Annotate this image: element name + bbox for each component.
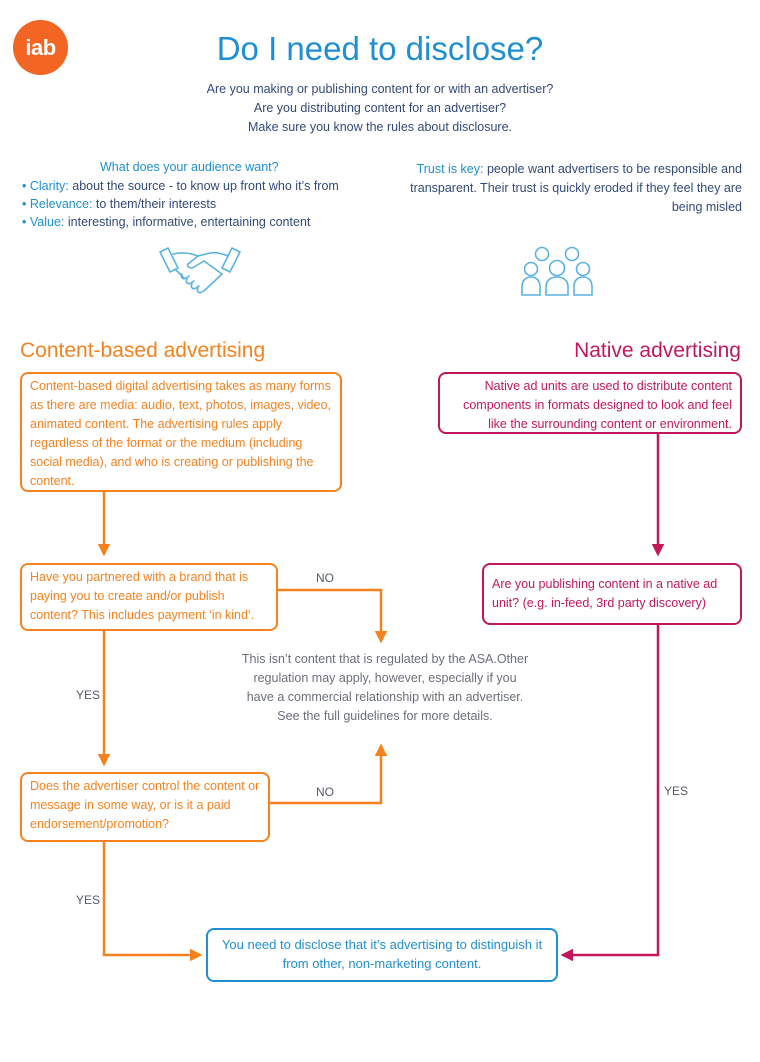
intro-line-1: Are you making or publishing content for… (206, 82, 554, 96)
content-based-q1-box: Have you partnered with a brand that is … (20, 563, 278, 631)
no-label-q1: NO (316, 571, 334, 585)
intro-line-3: Make sure you know the rules about discl… (247, 120, 513, 134)
native-intro-box: Native ad units are used to distribute c… (438, 372, 742, 434)
content-based-q2-box: Does the advertiser control the content … (20, 772, 270, 842)
native-q1-box: Are you publishing content in a native a… (482, 563, 742, 625)
page-title: Do I need to disclose? (216, 30, 544, 67)
audience-item-clarity: • Clarity: about the source - to know up… (22, 179, 339, 193)
intro-line-2: Are you distributing content for an adve… (253, 101, 507, 115)
audience-item-value: • Value: interesting, informative, enter… (22, 215, 311, 229)
yes-label-q1: YES (76, 688, 101, 702)
arrow-native-yes (560, 625, 660, 962)
arrow-q2-yes (102, 842, 203, 962)
no-label-q2: NO (316, 785, 334, 799)
iab-logo: iab (13, 20, 68, 75)
trust-text: Trust is key: people want advertisers to… (410, 162, 742, 214)
audience-item-relevance: • Relevance: to them/their interests (22, 197, 217, 211)
not-regulated-note: This isn’t content that is regulated by … (241, 652, 529, 723)
people-group-icon (521, 246, 593, 296)
native-title: Native advertising (574, 339, 741, 362)
yes-label-q2: YES (76, 893, 101, 907)
yes-label-native: YES (664, 784, 689, 798)
arrow-q1-no (278, 588, 388, 644)
arrow-q2-no (270, 743, 388, 805)
content-based-title: Content-based advertising (20, 339, 266, 362)
audience-heading: What does your audience want? (100, 160, 279, 174)
disclose-outcome-box: You need to disclose that it’s advertisi… (206, 928, 558, 982)
handshake-icon (159, 247, 241, 294)
content-based-intro-box: Content-based digital advertising takes … (20, 372, 342, 492)
